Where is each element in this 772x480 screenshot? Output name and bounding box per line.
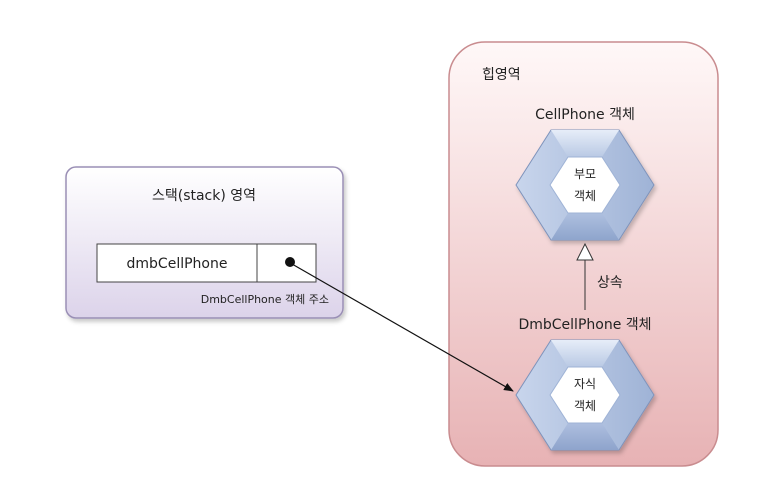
heap-area-title: 힙영역 [482,67,521,83]
variable-name-label: dmbCellPhone [127,256,228,272]
child-object-inner-line1: 자식 [574,377,596,391]
child-object-hexagon [515,339,655,451]
address-label: DmbCellPhone 객체 주소 [201,293,329,306]
heap-area: 힙영역 CellPhone 객체 부모 객체 상속 DmbCellPhone 객… [448,41,719,467]
stack-area-title: 스택(stack) 영역 [152,188,256,204]
parent-object-label: CellPhone 객체 [535,107,635,123]
reference-arrow [291,263,514,392]
parent-object-hexagon [515,129,655,241]
parent-object-inner-line1: 부모 [574,167,596,181]
inheritance-label: 상속 [597,275,623,291]
inheritance-arrow [576,242,594,310]
parent-object-inner-line2: 객체 [574,189,596,203]
child-object-inner-line2: 객체 [574,399,596,413]
variable-name-cell [96,243,258,283]
stack-area: 스택(stack) 영역 dmbCellPhone DmbCellPhone 객… [65,166,344,319]
child-object-label: DmbCellPhone 객체 [518,317,651,333]
